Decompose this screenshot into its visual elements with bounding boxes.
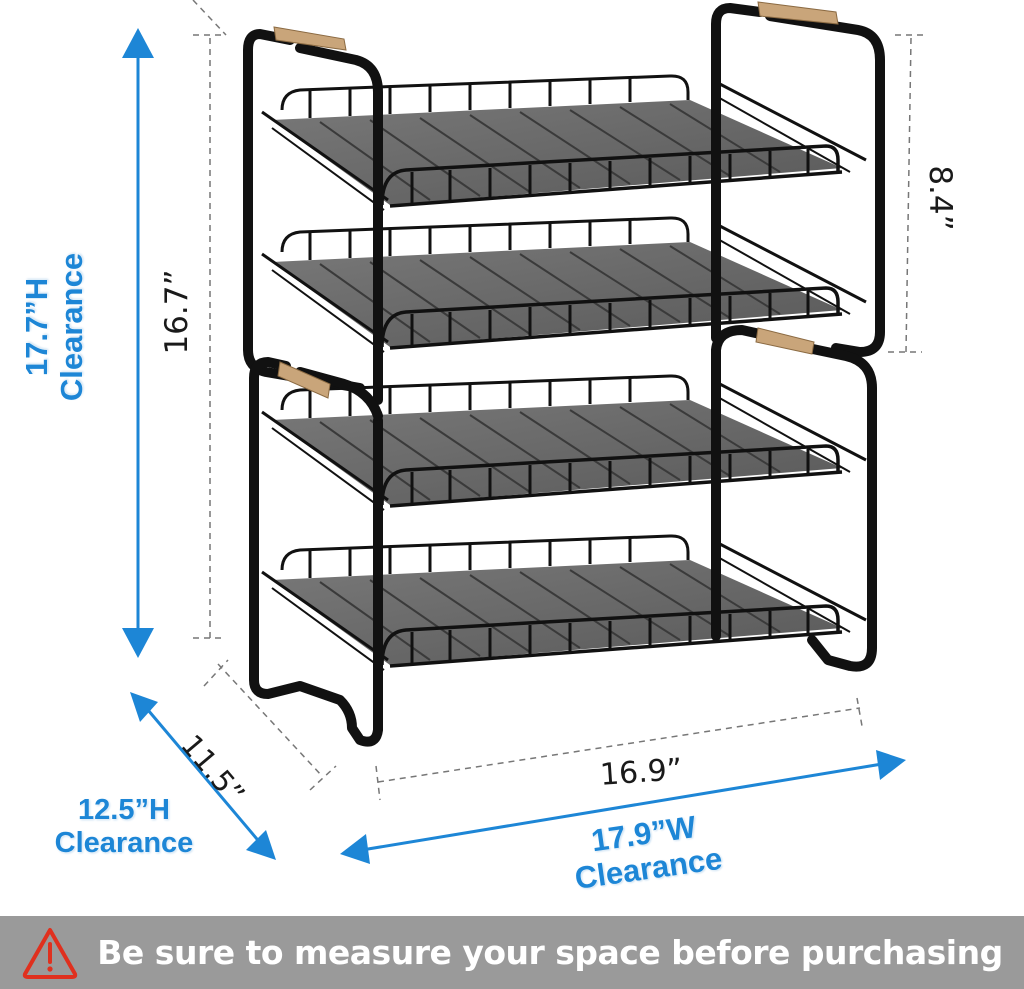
depth-clearance-caption: Clearance: [54, 827, 194, 859]
warning-triangle-icon: [23, 927, 78, 979]
banner-text: Be sure to measure your space before pur…: [97, 933, 1003, 972]
wooden-handles: [273, 1, 839, 399]
height-clearance-arrow: [122, 28, 154, 658]
measure-warning-banner: Be sure to measure your space before pur…: [0, 916, 1024, 989]
stackable-rack: [243, 1, 885, 747]
height-clearance-value: 17.7”H: [19, 277, 54, 377]
width-product-label: 16.9”: [598, 752, 684, 793]
rack-frames: [243, 3, 885, 747]
shelf-tier-2: [261, 216, 867, 353]
depth-clearance-value: 12.5”H: [78, 794, 170, 826]
depth-clearance-arrow: [130, 692, 276, 860]
height-clearance-label: 17.7”H Clearance: [19, 247, 95, 407]
width-clearance-arrow: [340, 750, 906, 864]
shelf-tier-4: [261, 534, 867, 671]
tier-height-label: 8.4”: [922, 165, 958, 231]
shelf-tier-1: [261, 74, 867, 211]
depth-clearance-label: 12.5”H Clearance: [44, 796, 204, 858]
shelf-tier-3: [261, 374, 867, 511]
height-product-label: 16.7”: [159, 269, 195, 355]
dimension-guides: [192, 0, 928, 801]
rack-illustration: [122, 0, 928, 864]
height-clearance-caption: Clearance: [54, 252, 89, 402]
